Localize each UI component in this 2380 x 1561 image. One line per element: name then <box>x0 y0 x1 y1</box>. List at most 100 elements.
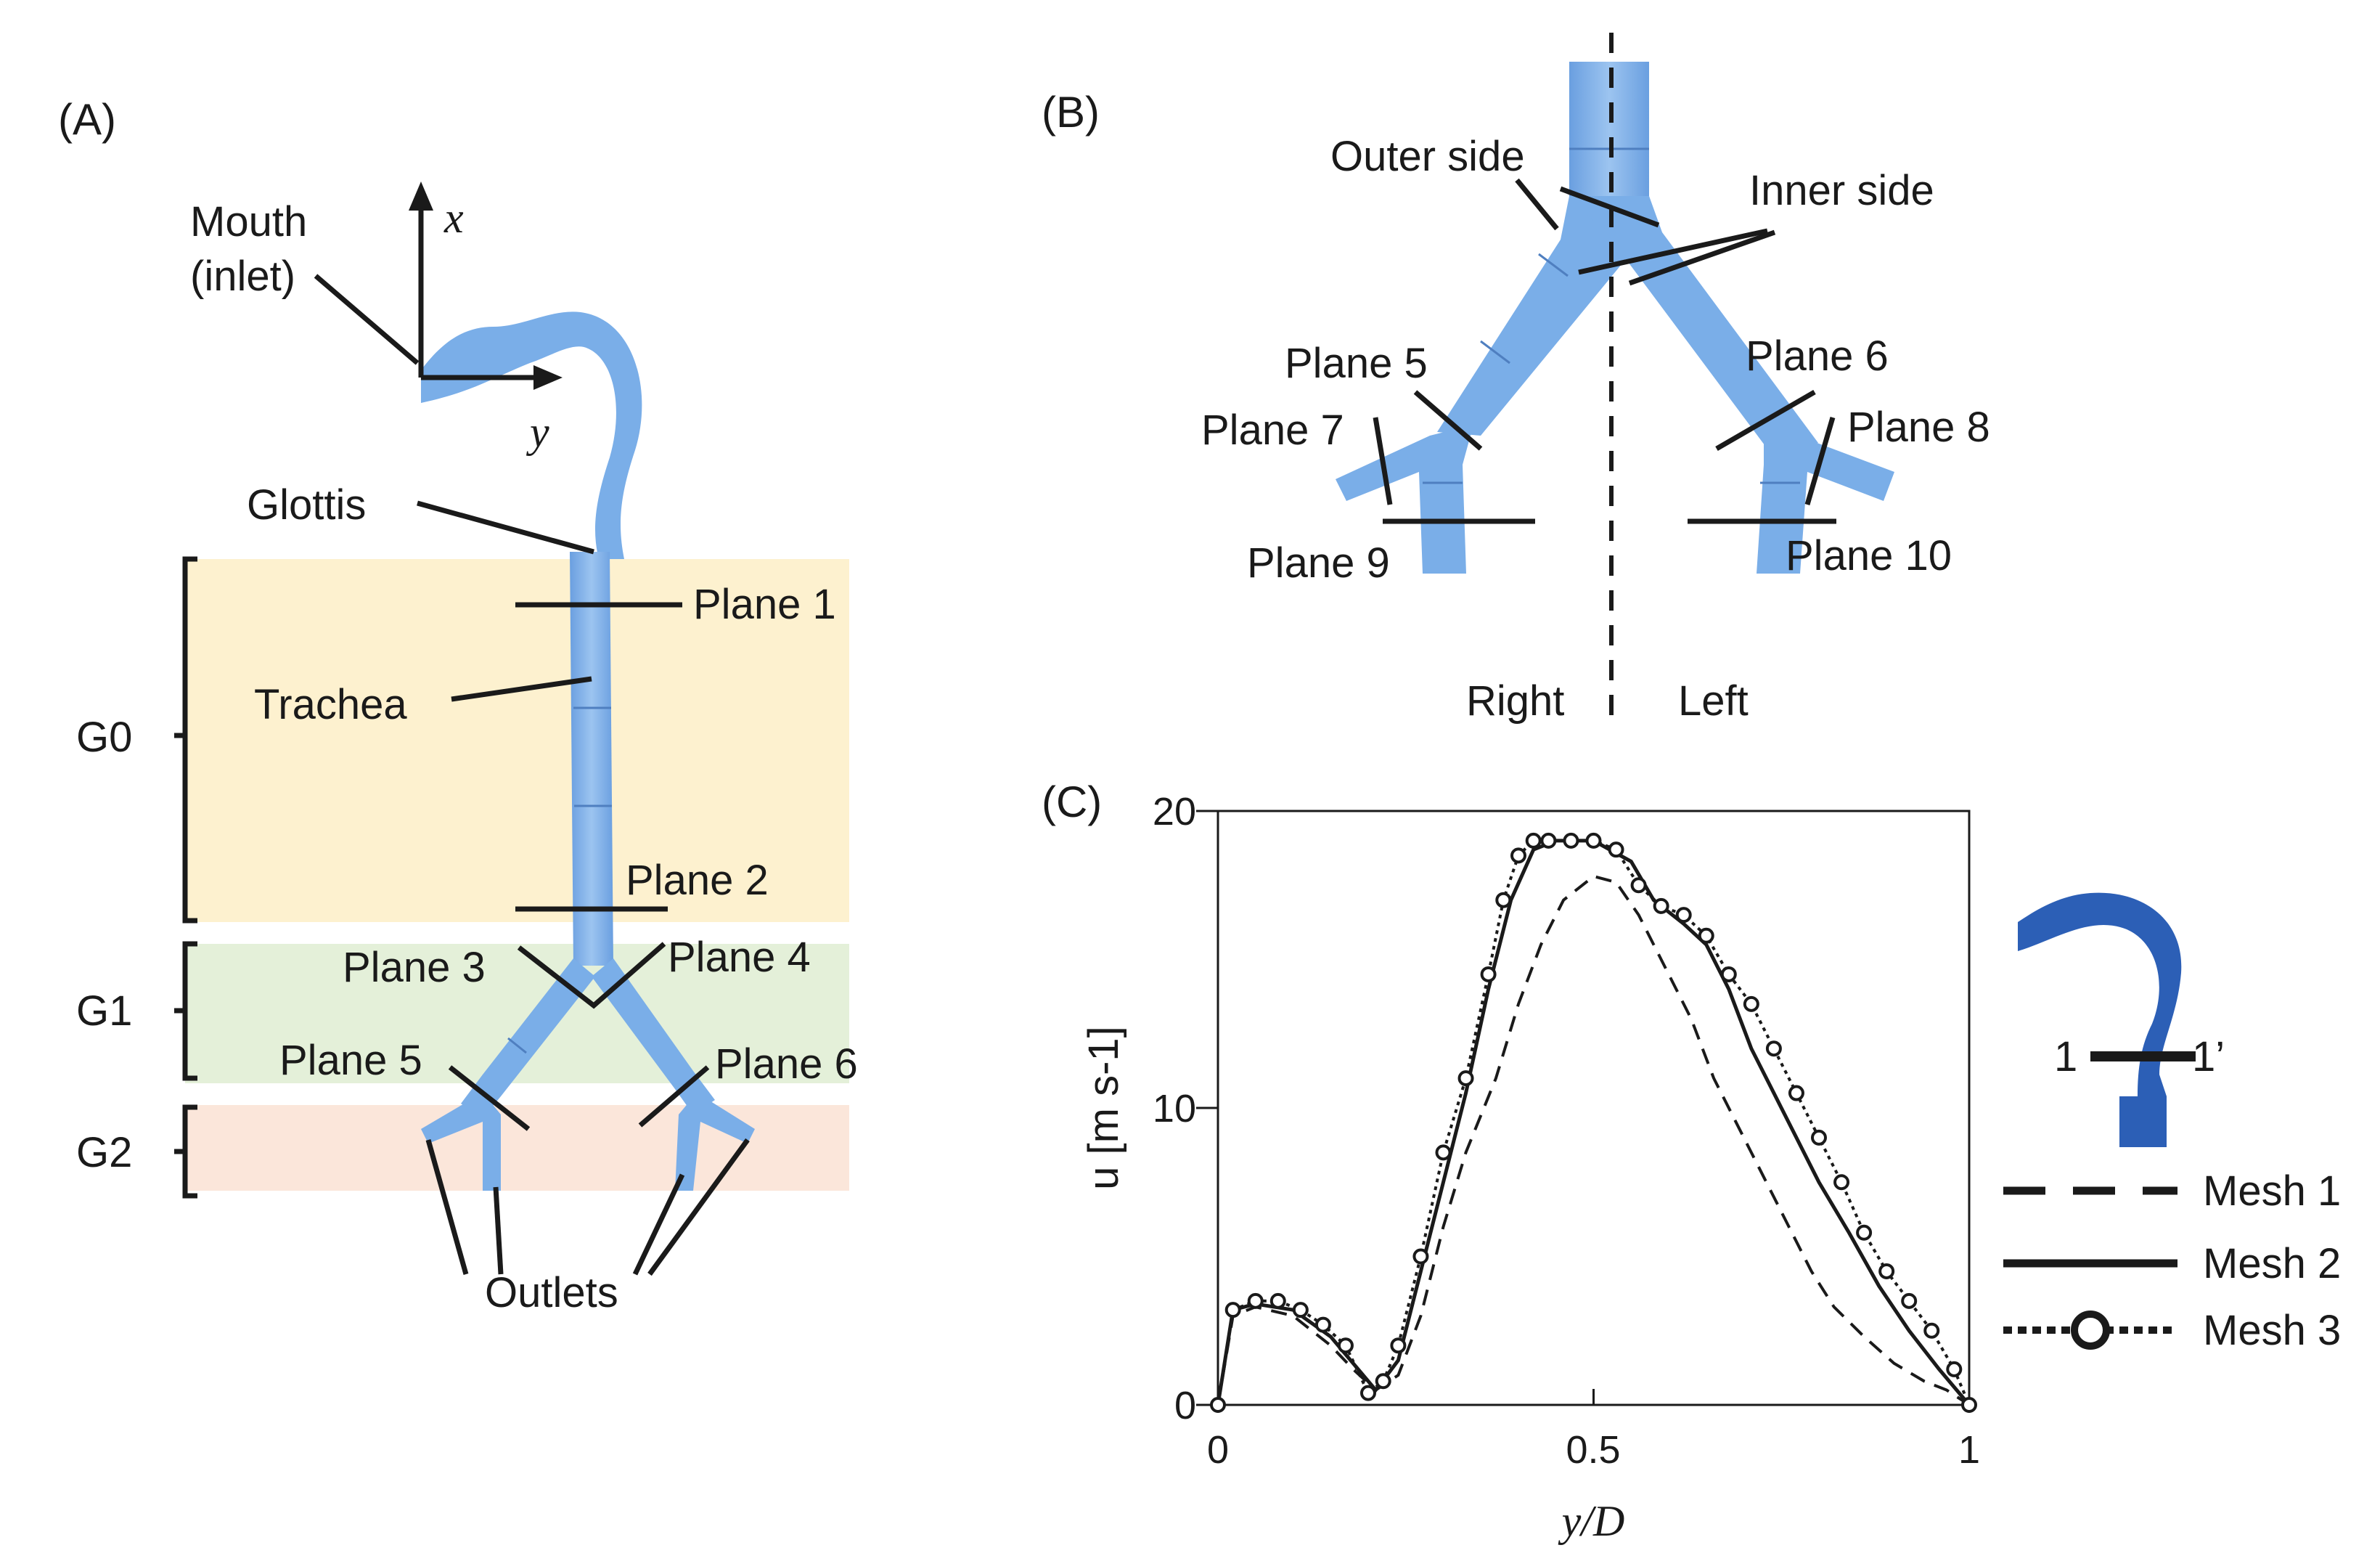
right-label: Right <box>1466 677 1564 725</box>
inner-side-leader-2 <box>1628 229 1776 286</box>
plane-5-label-a: Plane 5 <box>279 1037 422 1084</box>
mesh-3-point <box>1360 1385 1376 1401</box>
mesh-3-point <box>1961 1397 1977 1413</box>
y-axis-label: u [m s-1] <box>1080 1026 1127 1190</box>
mouth-leader <box>314 274 420 365</box>
mesh-3-point <box>1457 1070 1474 1087</box>
plane-3-4-lines <box>517 942 666 1009</box>
inset-label-right: 1’ <box>2192 1033 2225 1080</box>
plane-2-label: Plane 2 <box>626 857 769 904</box>
g0-bracket <box>174 556 197 924</box>
legend-label-mesh-3: Mesh 3 <box>2203 1307 2341 1354</box>
y-tick-0: 0 <box>1174 1384 1196 1427</box>
inset-airway-icon <box>2018 892 2196 1147</box>
mouth-label: Mouth <box>190 198 307 245</box>
g1-bracket <box>174 941 197 1081</box>
mesh-3-point <box>1314 1316 1331 1333</box>
plot-frame <box>1216 810 1971 1406</box>
inset-label-left: 1 <box>2054 1033 2077 1080</box>
panel-c-tag: (C) <box>1042 778 1102 826</box>
right-outlet-branches <box>675 1093 755 1191</box>
mesh-3-point <box>1435 1144 1452 1161</box>
mesh-3-point <box>1946 1361 1963 1377</box>
plane-6-label-a: Plane 6 <box>715 1040 858 1088</box>
plane-8-label: Plane 8 <box>1847 404 1990 451</box>
mesh-3-point <box>1495 892 1512 908</box>
g2-bracket <box>174 1104 197 1199</box>
mesh-3-point <box>1765 1040 1782 1057</box>
axis-x-label: x <box>443 194 464 242</box>
mesh-3-point <box>1224 1302 1241 1319</box>
mesh-3-point <box>1833 1174 1850 1191</box>
left-label: Left <box>1678 677 1749 725</box>
mesh-3-point <box>1608 841 1624 858</box>
mesh-3-point <box>1563 832 1579 849</box>
airway-model-a <box>421 311 755 1191</box>
plane-6-line-b <box>1715 389 1816 452</box>
outlet-leaders <box>425 1138 750 1276</box>
mesh-3-point <box>1923 1322 1940 1339</box>
outer-side-label: Outer side <box>1330 133 1525 180</box>
inner-side-leader-1 <box>1578 228 1768 275</box>
plane-6-line-a <box>638 1065 710 1128</box>
x-tick-1: 1 <box>1958 1428 1980 1472</box>
mesh-3-point <box>1901 1292 1918 1309</box>
mesh-3-point <box>1720 966 1737 982</box>
mesh-3-point <box>1698 927 1714 944</box>
x-axis-label: y/D <box>1558 1497 1625 1545</box>
mesh-3-point <box>1269 1292 1286 1309</box>
glottis-label: Glottis <box>247 481 366 529</box>
mesh-3-point <box>1856 1224 1873 1241</box>
series-line-mesh-1 <box>1216 874 1971 1406</box>
left-outlet-branches <box>421 1093 501 1191</box>
plane-5-label-b: Plane 5 <box>1285 340 1428 387</box>
mesh-3-point <box>1480 966 1497 982</box>
trachea-label: Trachea <box>254 681 407 728</box>
mesh-3-point <box>1630 877 1647 894</box>
legend-marker-mesh-3 <box>2071 1311 2110 1350</box>
right-main-bronchus <box>592 958 715 1114</box>
panel-b: (B) Outer side Inner side Plane 5 Plane … <box>1042 33 1990 726</box>
mesh-3-point <box>1675 907 1692 924</box>
plane-7-line <box>1373 417 1393 505</box>
glottis-leader <box>417 500 594 555</box>
y-tick-20: 20 <box>1153 790 1196 834</box>
mesh-3-point <box>1788 1085 1804 1101</box>
mesh-3-point <box>1878 1263 1895 1279</box>
mesh-3-point <box>1811 1129 1827 1146</box>
mouth-oral-cavity <box>421 311 642 559</box>
x-tick-0: 0 <box>1207 1428 1229 1472</box>
legend-label-mesh-2: Mesh 2 <box>2203 1240 2341 1287</box>
outer-side-leader-1 <box>1515 178 1559 231</box>
g0-band <box>185 559 849 922</box>
panel-a: (A) G0 G1 G2 <box>58 95 858 1316</box>
g1-label: G1 <box>76 987 132 1035</box>
g2-label: G2 <box>76 1129 132 1176</box>
mesh-3-point <box>1653 897 1669 914</box>
plane-1-label: Plane 1 <box>693 581 836 628</box>
legend: Mesh 1 Mesh 2 Mesh 3 <box>2003 1167 2341 1354</box>
legend-label-mesh-1: Mesh 1 <box>2203 1167 2341 1215</box>
g0-label: G0 <box>76 714 132 761</box>
plane-5-line-a <box>448 1065 531 1131</box>
chart-series <box>1210 832 1977 1413</box>
inlet-label: (inlet) <box>190 253 295 300</box>
panel-b-tag: (B) <box>1042 88 1100 136</box>
mesh-3-point <box>1585 832 1602 849</box>
axes-arrows <box>409 182 563 390</box>
mesh-3-point <box>1375 1373 1391 1390</box>
y-tick-10: 10 <box>1153 1087 1196 1130</box>
panel-c: (C) 0 0.5 1 0 10 20 y/D u [m s-1] 1 1’ M… <box>1042 778 2341 1545</box>
trachea-tube <box>570 552 613 966</box>
mesh-3-point <box>1525 832 1542 849</box>
mesh-3-point <box>1743 995 1759 1012</box>
plane-10-label: Plane 10 <box>1786 532 1952 579</box>
inner-side-label: Inner side <box>1749 167 1934 214</box>
series-line-mesh-2 <box>1216 839 1971 1406</box>
mesh-3-point <box>1540 832 1557 849</box>
mesh-3-point <box>1210 1397 1226 1413</box>
mesh-3-point <box>1337 1337 1354 1354</box>
axis-y-label: y <box>526 408 549 456</box>
mesh-3-point <box>1510 847 1526 864</box>
